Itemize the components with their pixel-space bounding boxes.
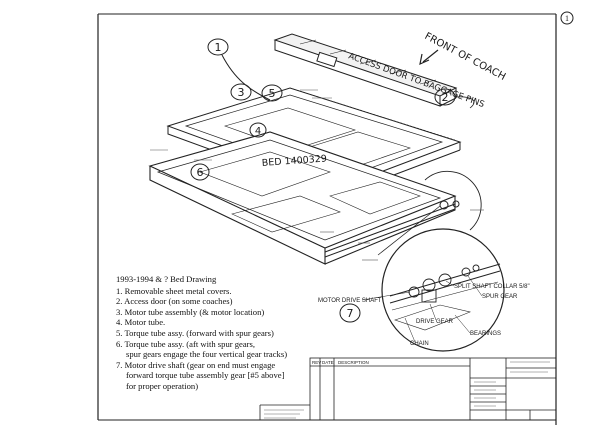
page-number: 1 [565, 14, 569, 23]
bed-drawing-legend: 1993-1994 & ? Bed Drawing 1. Removable s… [116, 274, 346, 392]
callout-2: 2 [442, 91, 449, 104]
legend-item-6-continued: spur gears engage the four vertical gear… [126, 349, 288, 360]
title-block-fine-print [264, 361, 550, 419]
callout-4: 4 [255, 126, 261, 137]
title-block [259, 357, 557, 421]
legend-item-6: 6. Torque tube assy. (aft with spur gear… [116, 338, 256, 349]
callout-1: 1 [215, 41, 222, 54]
callout-circles [190, 38, 475, 323]
legend-item-7-continued-2: for proper operation) [126, 380, 199, 391]
legend-item-3: 3. Motor tube assembly (& motor location… [116, 306, 265, 317]
torque-tube-forward [324, 200, 460, 258]
label-spur-gear: SPUR GEAR [482, 294, 518, 300]
callout-5: 5 [269, 87, 276, 100]
detail-circle [381, 228, 505, 352]
page-number-circle [560, 11, 574, 25]
description-header: DESCRIPTION [338, 360, 369, 365]
zoom-circle-small [424, 170, 482, 231]
date-header: DATE [322, 360, 334, 365]
label-motor-drive-shaft: MOTOR DRIVE SHAFT [318, 298, 382, 304]
svg-text:FRONT OF COACH: FRONT OF COACH [423, 31, 508, 83]
rev-header: REV [312, 360, 321, 365]
label-chain: CHAIN [410, 341, 429, 347]
part-labels: MOTOR DRIVE SHAFT SPLIT SHAFT COLLAR 5/8… [318, 275, 530, 347]
small-print-marks [150, 89, 484, 261]
legend-item-5: 5. Torque tube assy. (forward with spur … [116, 327, 274, 338]
callout-7: 7 [347, 307, 354, 320]
bottom-frame [148, 131, 457, 265]
legend-item-2: 2. Access door (on some coaches) [116, 296, 233, 307]
label-split-shaft-collar: SPLIT SHAFT COLLAR 5/8" [454, 284, 530, 290]
label-bearings: BEARINGS [470, 331, 501, 337]
zoom-leader [377, 205, 441, 256]
bed-number-note: BED 1400329 [261, 153, 327, 169]
top-cover [273, 33, 458, 107]
legend-title: 1993-1994 & ? Bed Drawing [116, 274, 217, 284]
callout-3: 3 [238, 86, 245, 99]
middle-tray [166, 87, 462, 197]
callout-6: 6 [197, 166, 204, 179]
legend-item-1: 1. Removable sheet metal covers. [116, 285, 232, 296]
front-of-coach-note: FRONT OF COACH [419, 31, 508, 83]
legend-item-7-continued: forward torque tube assembly gear [#5 ab… [126, 370, 285, 381]
legend-item-7: 7. Motor drive shaft (gear on end must e… [116, 359, 276, 370]
label-drive-gear: DRIVE GEAR [416, 319, 454, 325]
legend-item-4: 4. Motor tube. [116, 317, 166, 328]
